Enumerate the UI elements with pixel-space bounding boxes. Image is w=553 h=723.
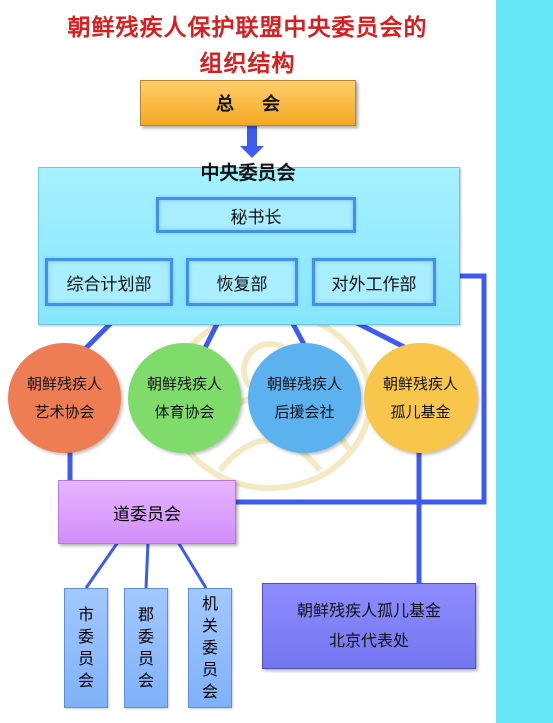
provincial-to-local-lines [84,541,208,589]
external-affairs-dept-box: 对外工作部 [312,258,436,306]
external-dept-to-provincial-line [234,273,487,505]
provincial-committee-box: 道委员会 [58,480,236,544]
general-assembly-box: 总会 [140,80,356,126]
sports-association-line2: 体育协会 [154,403,215,421]
orphan-fund-line2: 孤儿基金 [390,403,451,421]
city-committee-char: 会 [77,671,94,690]
support-company-line2: 后援会社 [274,403,335,421]
general-planning-dept-box: 综合计划部 [45,258,173,306]
county-committee-char: 会 [137,671,154,690]
orphan-fund-line1: 朝鲜残疾人 [382,375,458,393]
agency-committee-char: 委 [201,638,218,657]
side-panel [496,0,553,723]
central-committee-label: 中央委员会 [200,162,296,184]
art-association-line2: 艺术协会 [34,403,95,421]
city-committee-char: 市 [77,605,94,624]
arrow-head [240,146,264,158]
county-committee-char: 郡 [137,605,154,624]
city-committee-box: 市 委 员 会 [64,588,108,708]
diagram-title-line1: 朝鲜残疾人保护联盟中央委员会的 [67,15,428,41]
county-committee-char: 委 [137,627,154,646]
support-company-circle: 朝鲜残疾人 后援会社 [248,343,361,453]
fund-office-line2: 北京代表处 [328,631,409,650]
arrow-shaft [247,126,257,150]
city-committee-char: 委 [77,627,94,646]
rehabilitation-dept-box: 恢复部 [186,258,298,306]
agency-committee-char: 关 [201,616,218,635]
agency-committee-box: 机 关 委 员 会 [188,588,232,708]
secretary-general-box: 秘书长 [156,197,356,233]
agency-committee-char: 员 [201,660,218,679]
county-committee-char: 员 [137,649,154,668]
orphan-fund-circle: 朝鲜残疾人 孤儿基金 [364,343,477,453]
art-association-line1: 朝鲜残疾人 [26,375,102,393]
agency-committee-char: 机 [201,594,218,613]
fund-office-line1: 朝鲜残疾人孤儿基金 [296,601,441,620]
association-lines [82,319,412,353]
diagram-title-line2: 组织结构 [199,51,296,77]
city-committee-char: 员 [77,649,94,668]
support-company-line1: 朝鲜残疾人 [266,375,342,393]
sports-association-circle: 朝鲜残疾人 体育协会 [128,343,241,453]
county-committee-box: 郡 委 员 会 [124,588,168,708]
sports-association-line1: 朝鲜残疾人 [146,375,222,393]
fund-beijing-office-box: 朝鲜残疾人孤儿基金 北京代表处 [262,583,476,669]
art-association-circle: 朝鲜残疾人 艺术协会 [8,343,121,453]
agency-committee-char: 会 [201,682,218,701]
